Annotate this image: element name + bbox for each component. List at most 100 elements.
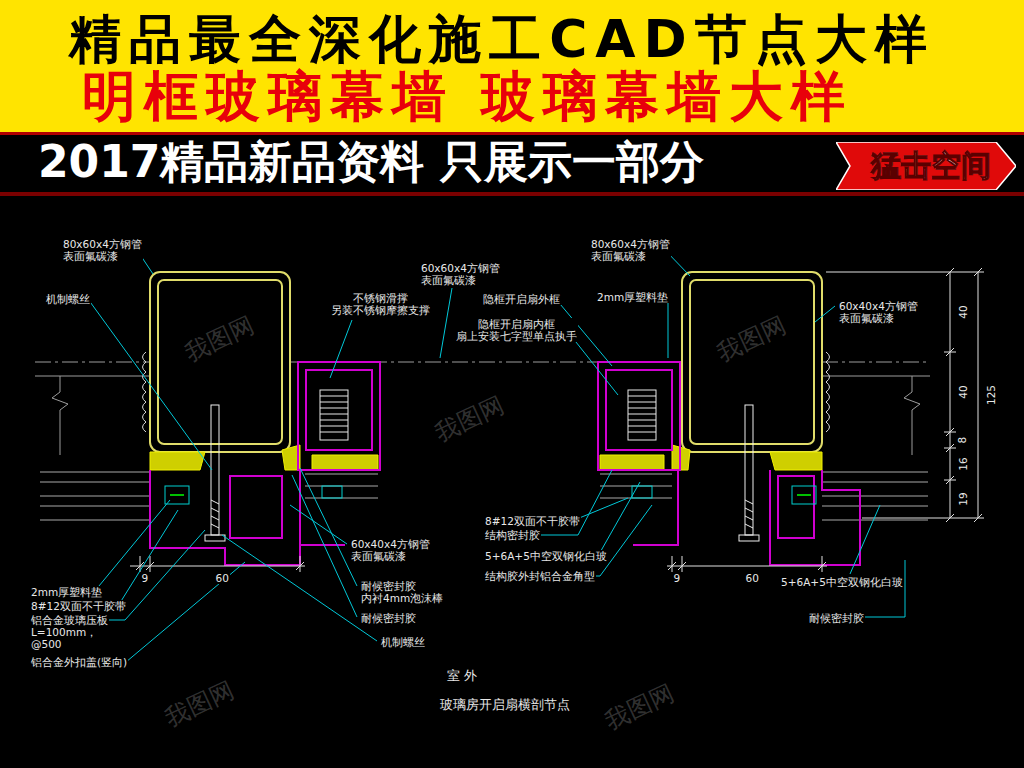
weld-mark: [143, 352, 147, 432]
steel-tube: [150, 272, 290, 452]
dimension-line: [136, 562, 304, 570]
aluminium-profile: [778, 476, 814, 538]
dimension-line: [944, 352, 956, 480]
leader-line: [330, 320, 352, 378]
wall-line: [52, 376, 68, 455]
leader-line: [292, 475, 357, 617]
spacer-block: [322, 486, 342, 498]
dimension-line: [130, 566, 305, 567]
wall-line: [904, 376, 920, 455]
leader-line: [850, 505, 880, 574]
callout-label: 耐候密封胶: [360, 612, 417, 624]
aluminium-profile: [150, 470, 300, 565]
glass-pane: [600, 474, 672, 475]
page-ground: [0, 0, 1024, 132]
dimension: 8: [956, 436, 968, 445]
dimension: 9: [673, 572, 682, 584]
callout-label: 5+6A+5中空双钢化白玻: [484, 550, 608, 562]
screw: [745, 405, 753, 535]
sealant: [600, 455, 664, 470]
sealant: [150, 452, 205, 470]
callout-label: 80x60x4方钢管 表面氟碳漆: [62, 238, 143, 262]
glass-pane: [40, 472, 150, 473]
aluminium-profile: [598, 362, 680, 470]
center-line: [35, 361, 930, 362]
sealant: [150, 445, 822, 470]
steel-tube: [682, 272, 822, 452]
leader-line: [118, 510, 178, 606]
dimension-line: [130, 268, 984, 572]
callout-label: 2mm厚塑料垫: [30, 586, 103, 598]
sealant: [312, 455, 378, 470]
dimension-line: [862, 518, 984, 519]
spacer-core: [170, 494, 184, 496]
leader-line: [598, 482, 640, 556]
steel-tube: [690, 280, 814, 444]
dimension-line: [667, 566, 827, 567]
callout-label: 8#12双面不干胶带: [484, 515, 581, 527]
screw: [211, 500, 219, 528]
banner-text: 2017精品新品资料 只展示一部分: [38, 140, 704, 184]
aluminium-profile: [306, 370, 372, 450]
callout-label: 8#12双面不干胶带: [30, 600, 127, 612]
button-text: 猛击空间: [836, 142, 1016, 190]
center-line: [822, 361, 930, 362]
screw: [745, 500, 753, 528]
side-label: 室 外: [446, 669, 478, 683]
spacer-core: [170, 494, 811, 496]
glass-pane: [40, 506, 150, 507]
dimension: 60: [215, 572, 230, 584]
page-title: 精品最全深化施工CAD节点大样: [0, 10, 1004, 70]
callout-label: 铝合金外扣盖(竖向): [30, 656, 128, 668]
dimension: 40: [956, 304, 968, 319]
leader-line: [588, 505, 652, 576]
glass-pane: [40, 472, 928, 520]
center-line: [35, 361, 150, 362]
callout-label: 耐候密封胶 内衬4mm泡沫棒: [360, 580, 444, 604]
callout-label: 2mm厚塑料垫: [596, 291, 669, 303]
spacer-block: [165, 486, 816, 504]
callout-label: 5+6A+5中空双钢化白玻: [780, 576, 904, 588]
glass-pane: [305, 474, 378, 475]
leader-line: [300, 468, 357, 586]
page-ground: [0, 132, 1024, 768]
friction-stay: [320, 396, 348, 432]
steel-tube: [158, 280, 282, 444]
dimension-line: [946, 268, 954, 522]
screw: [739, 535, 759, 541]
aluminium-profile: [770, 470, 860, 565]
leader-line: [440, 288, 452, 358]
callout-label: 隐框开启扇内框 扇上安装七字型单点执手: [455, 318, 578, 342]
dimension-line: [140, 556, 300, 572]
glass-pane: [822, 506, 928, 507]
spacer-core: [797, 494, 811, 496]
subtitle: 明框玻璃幕墙 玻璃幕墙大样: [82, 70, 853, 124]
dimension-line: [950, 272, 951, 518]
dimension: 40: [956, 384, 968, 399]
sealant: [770, 452, 822, 470]
leader-line: [815, 306, 835, 322]
glass-pane: [822, 482, 928, 483]
weld-mark: [826, 352, 830, 432]
dimension-line: [668, 562, 826, 570]
leader-line: [88, 299, 212, 470]
dimension-line: [672, 556, 822, 572]
callout-label: 60x40x4方钢管 表面氟碳漆: [838, 300, 919, 324]
glass-pane: [822, 496, 928, 497]
callout-label: 铝合金玻璃压板 L=100mm，@500: [30, 614, 109, 650]
leader-line: [94, 500, 170, 592]
friction-stay: [628, 390, 656, 440]
aluminium-profile: [230, 476, 282, 538]
aluminium-profile: [150, 362, 860, 565]
callout-label: 耐候密封胶: [808, 612, 865, 624]
callout-label: 隐框开启扇外框: [482, 293, 561, 305]
screw: [211, 405, 219, 535]
screw: [205, 535, 225, 541]
dimension: 9: [141, 572, 150, 584]
steel-tube: [150, 272, 822, 452]
aluminium-profile: [633, 470, 678, 545]
glass-pane: [40, 496, 150, 497]
callout-label: 60x40x4方钢管 表面氟碳漆: [350, 538, 431, 562]
callout-label: 结构胶外封铝合金角型: [484, 570, 596, 582]
